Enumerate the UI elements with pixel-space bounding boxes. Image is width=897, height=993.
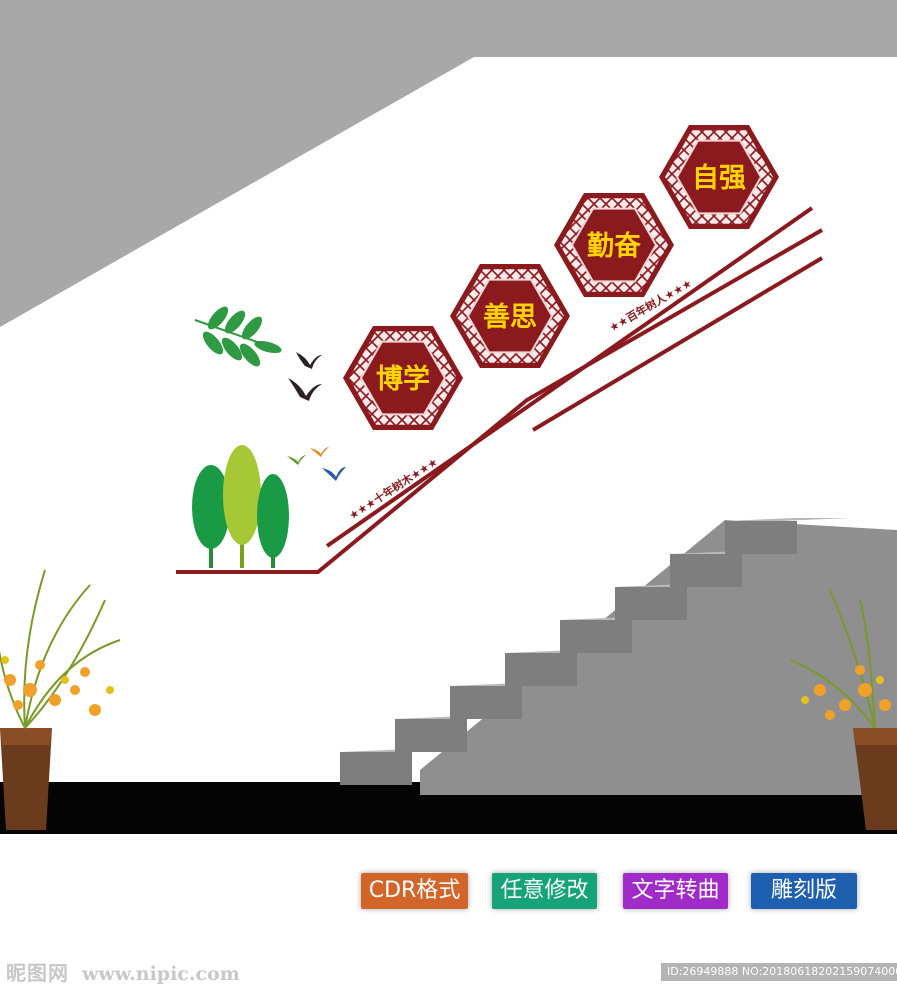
swallow-icon — [288, 352, 322, 401]
hexagon-label: 善思 — [483, 301, 537, 333]
stair-step-top — [725, 518, 850, 521]
carving-version-badge: 雕刻版 — [751, 873, 857, 909]
site-logo: 昵图网 — [6, 961, 69, 985]
stair-step-riser — [670, 554, 742, 587]
tree-icon — [257, 474, 289, 558]
hexagon-badges: 博学 善思 勤奋 自强 — [343, 125, 779, 430]
flower-vase-right — [789, 589, 897, 830]
hexagon-badge: 博学 — [343, 326, 463, 430]
text-to-curve-badge: 文字转曲 — [623, 873, 728, 909]
small-bird-icon — [287, 447, 346, 481]
stair-step-riser — [450, 686, 522, 719]
tree-icon-group — [192, 445, 289, 568]
wall-rails — [176, 206, 824, 574]
cdr-format-badge: CDR格式 — [361, 873, 468, 909]
stair-step-riser — [340, 752, 412, 785]
stair-step-riser — [615, 587, 687, 620]
stair-step-riser — [560, 620, 632, 653]
hexagon-label: 勤奋 — [587, 231, 642, 262]
leaf-branch-icon — [194, 306, 282, 367]
ceiling-shadow — [0, 0, 897, 327]
stair-step-riser — [395, 719, 467, 752]
hexagon-badge: 善思 — [450, 264, 570, 368]
tree-icon — [223, 445, 261, 545]
image-id-bar: ID:26949888 NO:20180618202159074000 — [661, 963, 897, 981]
editable-badge: 任意修改 — [492, 873, 597, 909]
hexagon-badge: 勤奋 — [554, 193, 674, 297]
staircase — [340, 518, 897, 795]
hexagon-label: 自强 — [692, 162, 746, 194]
hexagon-badge: 自强 — [659, 125, 779, 229]
tree-icon — [192, 465, 230, 549]
stair-step-riser — [725, 521, 797, 554]
stair-step-riser — [505, 653, 577, 686]
site-url: www.nipic.com — [82, 963, 240, 985]
hexagon-label: 博学 — [376, 363, 430, 395]
flower-vase-left — [0, 569, 121, 830]
